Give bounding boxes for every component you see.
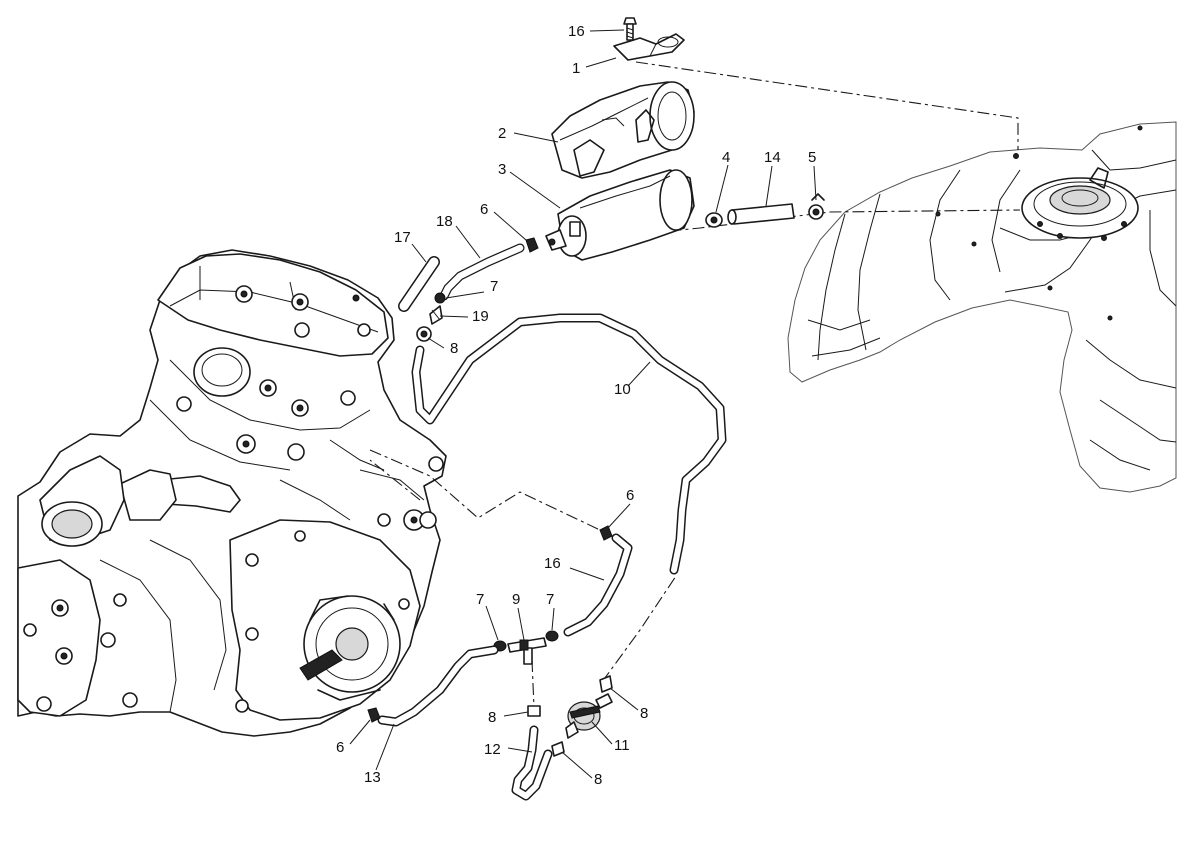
fuel-tank	[787, 121, 1177, 493]
screw-part-15	[623, 17, 637, 41]
callout-17: 17	[394, 229, 411, 246]
hose-part-12	[511, 725, 553, 801]
clamp-part-8-right	[599, 675, 613, 693]
callout-2: 2	[498, 125, 506, 142]
callout-labels: 16 1 2 3 4 14 5 6 18 17 7 19 8 10 6 16 7…	[336, 23, 816, 788]
canister-holder-part-2	[551, 81, 695, 179]
bracket-part-1	[613, 33, 685, 61]
hose-part-18	[439, 243, 525, 301]
callout-10: 10	[614, 381, 631, 398]
hose-part-13	[377, 645, 499, 727]
callout-18: 18	[436, 213, 453, 230]
hose-part-16	[563, 533, 633, 637]
clamp-part-8-left	[527, 705, 541, 717]
clip-part-5	[808, 193, 825, 220]
t-fitting-part-9	[507, 637, 547, 665]
engine-block	[17, 249, 447, 737]
callout-8d: 8	[594, 771, 602, 788]
clamp-part-6-middle	[599, 525, 613, 541]
leader-lines	[349, 29, 817, 779]
filler-cap	[1021, 167, 1139, 241]
callout-13: 13	[364, 769, 381, 786]
callout-8b: 8	[488, 709, 496, 726]
callout-6b: 6	[626, 487, 634, 504]
callout-6c: 6	[336, 739, 344, 756]
callout-1: 1	[572, 60, 580, 77]
callout-11: 11	[614, 737, 630, 754]
hose-part-14	[727, 203, 795, 225]
callout-16b: 16	[544, 555, 561, 572]
clamp-part-6-upper	[525, 237, 539, 253]
callout-7c: 7	[546, 591, 554, 608]
callout-6a: 6	[480, 201, 488, 218]
callout-14: 14	[764, 149, 781, 166]
clamp-part-4	[705, 212, 723, 228]
callout-8c: 8	[640, 705, 648, 722]
callout-19: 19	[472, 308, 489, 325]
clamp-part-6-lower	[367, 707, 381, 723]
callout-8a: 8	[450, 340, 458, 357]
valve-part-11	[565, 693, 613, 739]
carbon-canister-part-3	[545, 169, 695, 261]
hose-part-17	[398, 256, 440, 312]
callout-4: 4	[722, 149, 730, 166]
callout-9: 9	[512, 591, 520, 608]
callout-5: 5	[808, 149, 816, 166]
callout-7b: 7	[476, 591, 484, 608]
clamp-part-7-upper	[434, 292, 446, 304]
fitting-part-19	[429, 305, 443, 325]
clamp-part-7-right	[545, 630, 559, 642]
callout-16a: 16	[568, 23, 585, 40]
callout-7a: 7	[490, 278, 498, 295]
clamp-part-8-lower	[551, 741, 565, 757]
hose-part-10	[411, 313, 727, 575]
clamp-part-8-upper	[416, 326, 432, 342]
callout-3: 3	[498, 161, 506, 178]
callout-12: 12	[484, 741, 501, 758]
